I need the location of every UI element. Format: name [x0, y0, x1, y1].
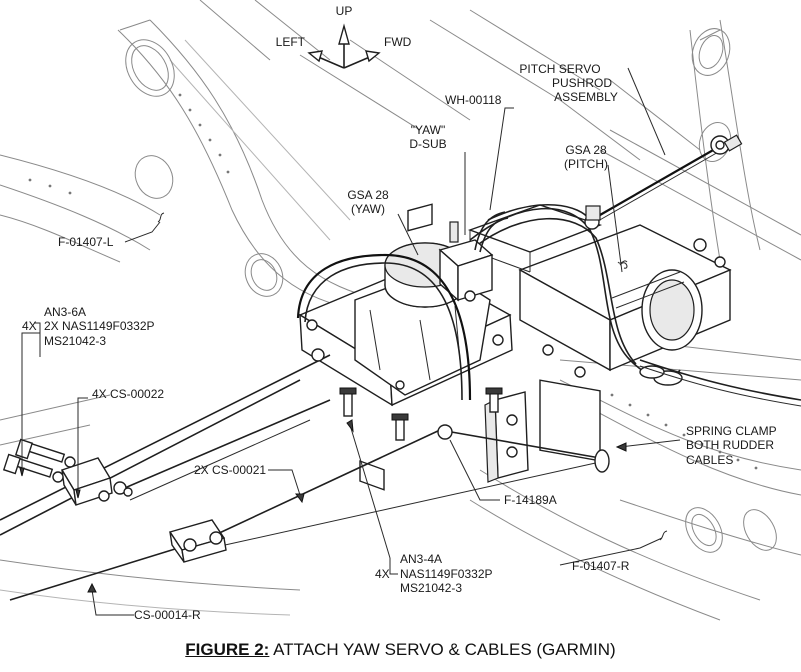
- rivet-dots: [28, 93, 758, 470]
- label-f-01407-r: F-01407-R: [572, 559, 630, 573]
- label-pitch-servo-3: ASSEMBLY: [554, 90, 618, 104]
- callouts: PITCH SERVO PUSHROD ASSEMBLY WH-00118 "Y…: [22, 62, 777, 622]
- label-hw-center-3: MS21042-3: [400, 581, 462, 595]
- label-hw-center-2: NAS1149F0332P: [400, 567, 493, 581]
- orientation-fwd-label: FWD: [384, 35, 412, 49]
- pitch-servo-harness: [469, 203, 801, 407]
- label-pitch-servo-1: PITCH SERVO: [519, 62, 600, 76]
- label-wh-00118: WH-00118: [445, 93, 502, 107]
- gsa28-pitch-servo: [518, 224, 732, 462]
- rudder-cables: [0, 348, 610, 601]
- bolts-an3-4a: [339, 387, 503, 441]
- label-spring-clamp-1: SPRING CLAMP: [686, 424, 777, 438]
- figure-caption-label: FIGURE 2:: [185, 640, 270, 659]
- yaw-dsub-connector: [438, 211, 509, 302]
- label-yaw-dsub-2: D-SUB: [409, 137, 446, 151]
- orientation-up-label: UP: [336, 4, 353, 18]
- cable-clamp-right: [168, 519, 227, 563]
- label-hw-left-3: MS21042-3: [44, 334, 106, 348]
- label-spring-clamp-2: BOTH RUDDER: [686, 438, 774, 452]
- pitch-servo-pushrod: [597, 134, 743, 222]
- assembly-drawing: UP LEFT FWD: [0, 0, 801, 622]
- cable-clamp-left: [60, 457, 133, 506]
- harness-loop: [296, 253, 472, 401]
- label-cs-00022: 4X CS-00022: [92, 387, 164, 401]
- label-hw-center-qty: 4X: [375, 567, 390, 581]
- figure-caption-text: ATTACH YAW SERVO & CABLES (GARMIN): [269, 640, 616, 659]
- label-hw-center-1: AN3-4A: [400, 552, 442, 566]
- label-f-14189a: F-14189A: [504, 493, 557, 507]
- label-cs-00014-r: CS-00014-R: [134, 608, 201, 622]
- label-gsa28-pitch-2: (PITCH): [564, 157, 608, 171]
- label-hw-left-1: AN3-6A: [44, 305, 86, 319]
- label-yaw-dsub-1: "YAW": [411, 123, 446, 137]
- leader-lines: [19, 67, 681, 616]
- label-gsa28-yaw-1: GSA 28: [347, 188, 389, 202]
- orientation-indicator: UP LEFT FWD: [276, 4, 412, 69]
- label-hw-left-2: 2X NAS1149F0332P: [44, 319, 155, 333]
- bolts-an3-6a: [2, 438, 76, 483]
- label-spring-clamp-3: CABLES: [686, 453, 733, 467]
- label-cs-00021: 2X CS-00021: [194, 463, 266, 477]
- label-gsa28-yaw-2: (YAW): [351, 202, 385, 216]
- f14189a-bracket: [484, 391, 529, 483]
- label-hw-left-qty: 4X: [22, 319, 37, 333]
- figure-caption: FIGURE 2: ATTACH YAW SERVO & CABLES (GAR…: [0, 640, 801, 660]
- label-gsa28-pitch-1: GSA 28: [565, 143, 607, 157]
- label-f-01407-l: F-01407-L: [58, 235, 114, 249]
- lightening-holes: [125, 28, 777, 553]
- orientation-left-label: LEFT: [276, 35, 306, 49]
- label-pitch-servo-2: PUSHROD: [552, 76, 612, 90]
